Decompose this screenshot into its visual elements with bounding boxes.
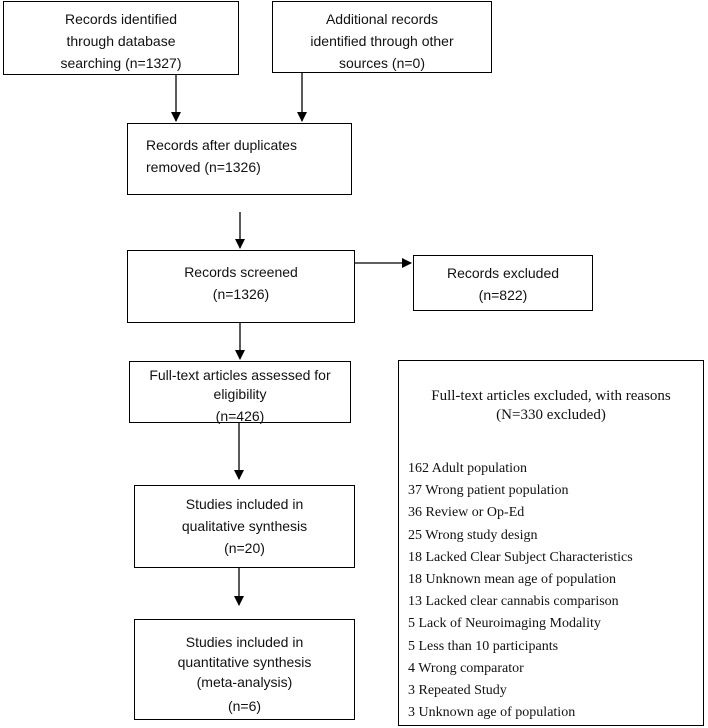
reason-item: 3 Repeated Study	[408, 683, 507, 698]
reason-item: 37 Wrong patient population	[408, 483, 569, 499]
records-excluded-box: Records excluded (n=822)	[413, 255, 593, 311]
qualitative-synthesis-box: Studies included in qualitative synthesi…	[134, 485, 355, 568]
fulltext-assessed-box: Full-text articles assessed for eligibil…	[129, 361, 351, 424]
reason-item: 25 Wrong study design	[408, 527, 538, 543]
records-screened-box: Records screened (n=1326)	[127, 250, 355, 323]
quantitative-synthesis-box: Studies included in quantitative synthes…	[134, 619, 355, 720]
reason-item: 162 Adult population	[408, 461, 527, 476]
reason-item: 36 Review or Op-Ed	[408, 505, 525, 521]
records-after-duplicates-box: Records after duplicates removed (n=1326…	[127, 123, 352, 195]
reason-item: 18 Lacked Clear Subject Characteristics	[408, 549, 633, 565]
fulltext-excluded-reasons-box: Full-text articles excluded, with reason…	[398, 360, 704, 726]
reason-item: 5 Less than 10 participants	[408, 638, 559, 654]
reason-item: 5 Lack of Neuroimaging Modality	[408, 616, 601, 632]
reason-item: 18 Unknown mean age of population	[408, 572, 617, 587]
additional-records-box: Additional records identified through ot…	[272, 1, 492, 73]
reason-item: 13 Lacked clear cannabis comparison	[408, 594, 619, 610]
reason-item: 3 Unknown age of population	[408, 705, 576, 721]
reason-item: 4 Wrong comparator	[408, 660, 524, 676]
reasons-title: Full-text articles excluded, with reason…	[431, 388, 671, 423]
records-identified-database-box: Records identified through database sear…	[3, 1, 239, 75]
